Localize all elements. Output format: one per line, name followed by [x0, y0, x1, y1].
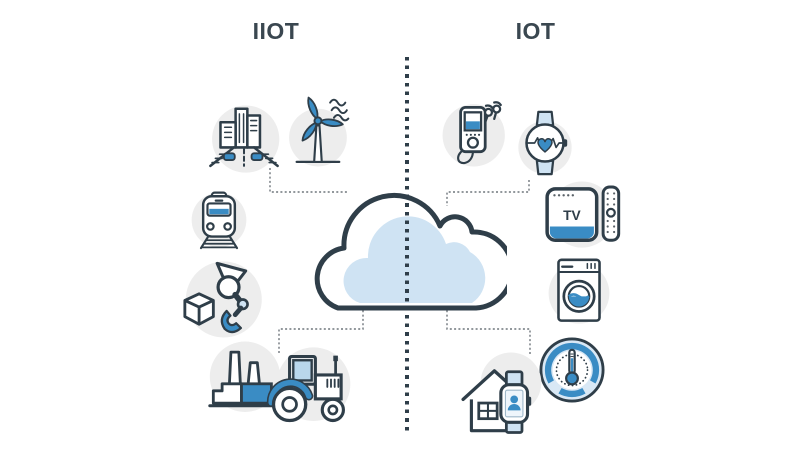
earbuds [483, 101, 502, 124]
tv-remote-icon: TV [536, 176, 628, 254]
heart-icon [537, 138, 553, 153]
thermostat-icon [530, 328, 614, 412]
person-icon [510, 395, 519, 404]
connector-bottom-right [446, 306, 531, 355]
tv-screen-label: TV [563, 208, 581, 223]
wind-turbine-icon [283, 84, 359, 179]
wind-lines [329, 98, 350, 122]
iot-title: IOT [515, 18, 556, 44]
connector-bottom-left [278, 306, 364, 355]
washing-machine-icon [541, 248, 617, 334]
train-icon [183, 176, 255, 264]
iiot-title: IIOT [252, 18, 300, 44]
center-dotted-divider [405, 57, 409, 435]
cloud-icon [303, 170, 515, 314]
tractor-icon [260, 340, 356, 432]
smart-city-icon [202, 88, 286, 180]
robot-arm-icon [172, 252, 268, 347]
connector-top-right [446, 180, 530, 206]
smart-home-watch-icon [448, 346, 550, 438]
music-player-icon [436, 86, 518, 178]
cloud-inner-fill [343, 216, 486, 303]
factory-icon [201, 330, 289, 420]
heart-rate-watch-icon [508, 98, 582, 188]
